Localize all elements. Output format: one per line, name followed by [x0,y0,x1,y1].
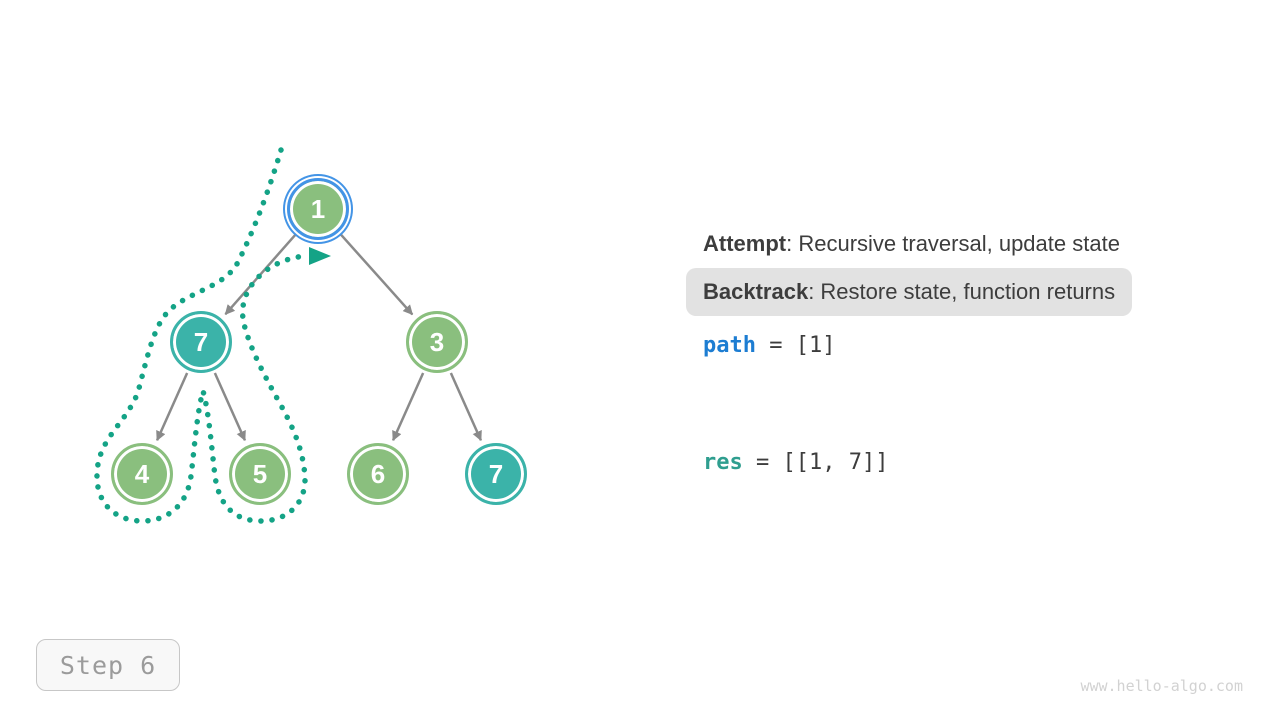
tree-edge-node-7-left-node-5 [213,372,247,442]
backtrack-label: Backtrack [703,279,809,304]
backtrack-text: : Restore state, function returns [808,279,1116,304]
tree-node-6: 6 [347,443,409,505]
tree-node-label: 6 [370,458,386,489]
path-variable-name: path [703,333,756,358]
tree-node-7-left: 7 [170,311,232,373]
res-variable-line: res = [[1, 7]] [703,450,888,475]
backtrack-annotation-highlight: Backtrack: Restore state, function retur… [686,268,1133,316]
tree-node-label: 7 [488,458,504,489]
tree-node-1: 1 [287,178,349,240]
backtrack-trail-dotted-path [94,147,308,524]
tree-edge-node-1-node-3 [339,233,414,316]
attempt-text: : Recursive traversal, update state [786,231,1120,256]
tree-node-5: 5 [229,443,291,505]
tree-node-4: 4 [111,443,173,505]
tree-node-label: 7 [193,326,209,357]
res-variable-name: res [703,450,743,475]
res-variable-value: = [[1, 7]] [742,450,889,475]
tree-edge-node-7-left-node-4 [155,372,189,442]
watermark-text: www.hello-algo.com [1080,677,1243,695]
path-variable-value: = [1] [755,333,836,358]
tree-edge-node-3-node-6 [391,372,425,442]
attempt-annotation: Attempt: Recursive traversal, update sta… [703,231,1120,257]
tree-node-label: 5 [252,458,268,489]
watermark-url: www.hello-algo.com [1080,677,1243,695]
tree-node-label: 4 [134,458,150,489]
tree-node-7-right: 7 [465,443,527,505]
attempt-label: Attempt [703,231,787,256]
tree-node-label: 1 [310,193,326,224]
step-indicator-label: Step 6 [59,650,157,680]
trail-arrowhead-icon [309,247,331,265]
step-indicator-badge: Step 6 [36,639,180,691]
tree-node-label: 3 [429,326,445,357]
tree-node-3: 3 [406,311,468,373]
path-variable-line: path = [1] [703,333,835,358]
tree-edges [155,233,483,442]
tree-edge-node-3-node-7-right [449,372,483,442]
